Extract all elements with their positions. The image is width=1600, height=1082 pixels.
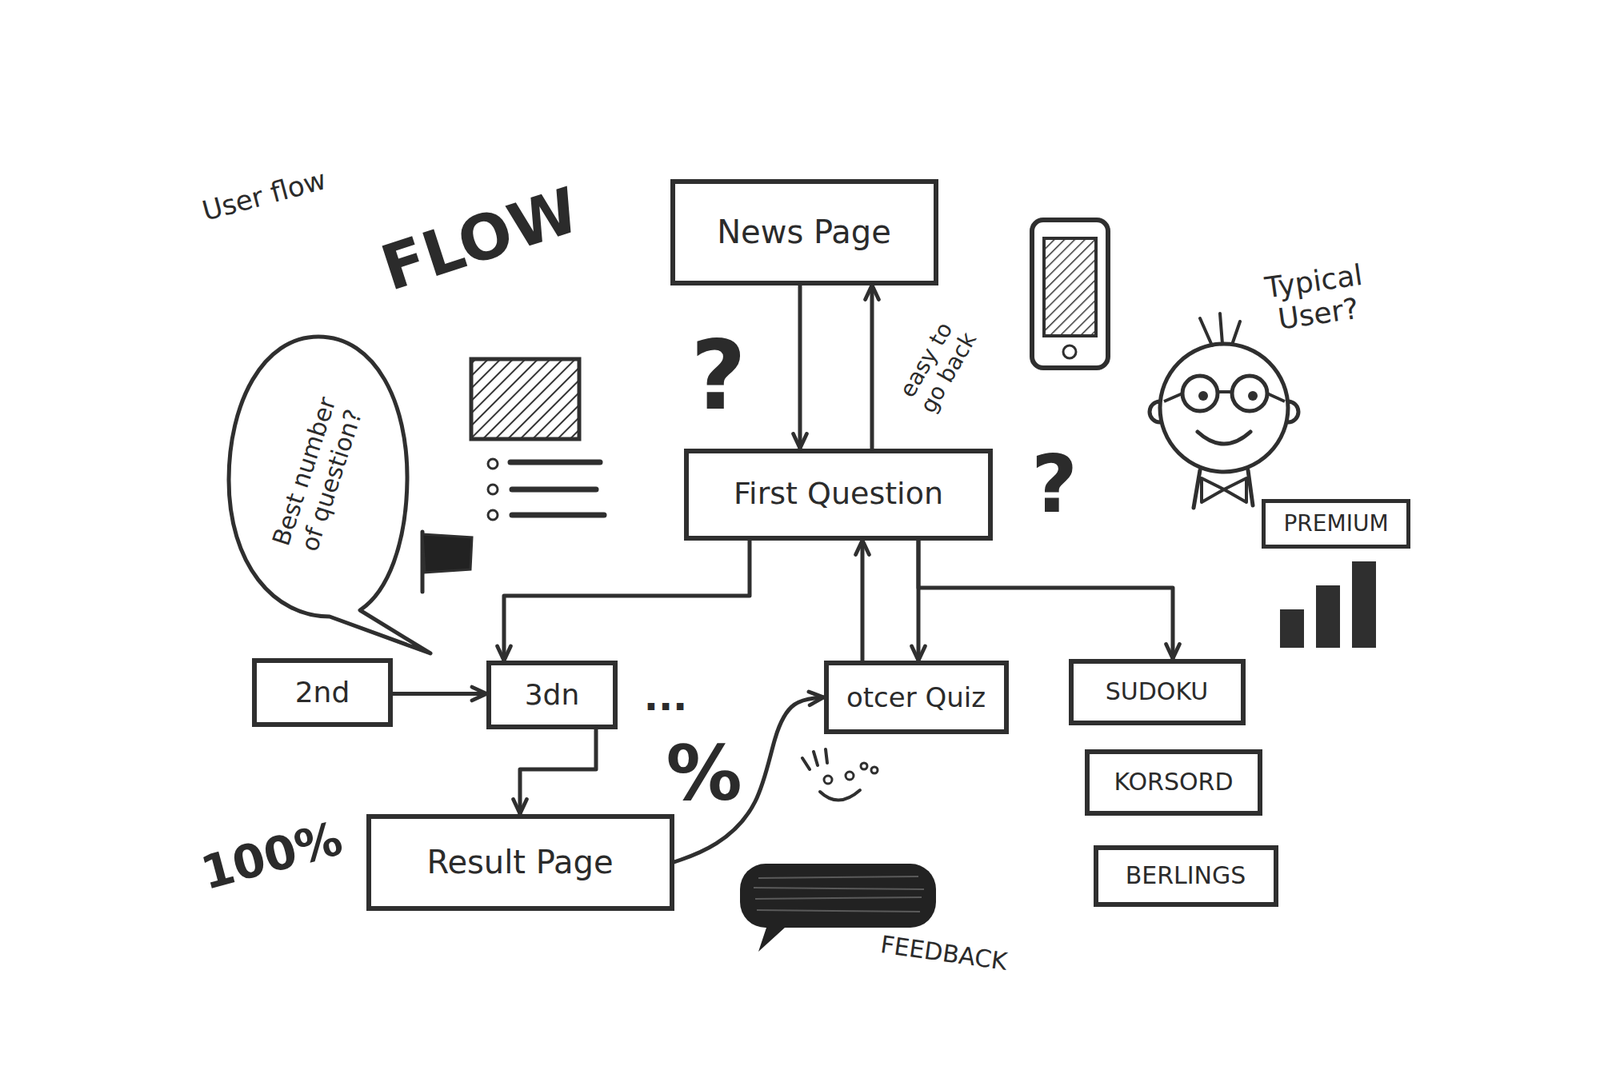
game-box: KORSORD bbox=[1084, 749, 1263, 816]
question-box: 2nd bbox=[252, 658, 393, 728]
node-text: BERLINGS bbox=[1125, 861, 1247, 891]
percent-sign: % bbox=[665, 730, 742, 818]
bar bbox=[1352, 561, 1376, 648]
smiley-dot bbox=[871, 767, 878, 774]
node-text: PREMIUM bbox=[1283, 510, 1388, 538]
game-box: BERLINGS bbox=[1093, 845, 1279, 908]
bowtie bbox=[1224, 478, 1247, 503]
bar-chart bbox=[1280, 561, 1376, 648]
flow-arrow bbox=[392, 692, 487, 696]
question-box: First Question bbox=[684, 448, 993, 541]
glasses-lens bbox=[1182, 376, 1218, 412]
smiley-rays bbox=[802, 749, 828, 770]
flag-icon bbox=[422, 532, 472, 592]
smile bbox=[1197, 432, 1251, 444]
flag-cloth bbox=[422, 534, 472, 573]
node-text: Result Page bbox=[426, 843, 613, 882]
sketch-note: Typical User? bbox=[1244, 255, 1388, 340]
list-line bbox=[512, 487, 596, 493]
game-box: SUDOKU bbox=[1068, 659, 1246, 726]
flow-arrow bbox=[504, 540, 750, 662]
smiley-dot bbox=[860, 763, 868, 770]
result-box: Result Page bbox=[366, 814, 675, 912]
feedback-label: FEEDBACK bbox=[879, 931, 1010, 976]
speech-bubble-path bbox=[228, 336, 431, 654]
phone-icon bbox=[1032, 220, 1108, 368]
head bbox=[1160, 344, 1288, 472]
question-mark: ? bbox=[1031, 438, 1078, 531]
edge-label: easy to go back bbox=[887, 305, 988, 428]
node-text: News Page bbox=[716, 212, 892, 252]
question-box: 3dn bbox=[486, 660, 618, 730]
premium-tag: PREMIUM bbox=[1261, 499, 1411, 549]
bar bbox=[1280, 609, 1304, 648]
node-text: 2nd bbox=[295, 675, 351, 710]
smiley-eye bbox=[845, 772, 854, 780]
flow-arrow bbox=[918, 540, 1173, 660]
list-bullet bbox=[488, 459, 498, 469]
flow-arrow bbox=[870, 285, 875, 449]
score-label: 100% bbox=[196, 812, 348, 901]
list-bullet bbox=[488, 484, 498, 495]
node-text: otcer Quiz bbox=[846, 681, 986, 715]
bar bbox=[1316, 585, 1340, 648]
question-mark: ? bbox=[690, 320, 747, 432]
pupil bbox=[1248, 391, 1258, 401]
bowtie bbox=[1201, 478, 1224, 503]
hair bbox=[1200, 313, 1240, 346]
speech-bubble: Best number of question? bbox=[224, 332, 412, 620]
phone-body bbox=[1032, 220, 1108, 368]
list-line bbox=[510, 460, 600, 466]
collar bbox=[1193, 470, 1253, 508]
node-text: SUDOKU bbox=[1105, 677, 1209, 707]
flow-arrow bbox=[520, 729, 596, 815]
flow-arrow bbox=[798, 285, 803, 449]
smiley-mouth bbox=[820, 790, 860, 801]
quiz-box: otcer Quiz bbox=[824, 660, 1009, 735]
ellipsis: ... bbox=[644, 675, 688, 720]
glasses-temple bbox=[1164, 393, 1183, 402]
user-figure bbox=[1149, 313, 1299, 508]
smiley-eye bbox=[824, 776, 832, 784]
bubble-body bbox=[740, 864, 936, 928]
phone-button bbox=[1063, 345, 1076, 359]
node-text: KORSORD bbox=[1113, 768, 1233, 797]
flow-arrow bbox=[860, 540, 865, 662]
bubble-scribble bbox=[753, 876, 924, 912]
smiley bbox=[802, 749, 878, 801]
node-text: 3dn bbox=[524, 677, 580, 712]
pupil bbox=[1198, 391, 1208, 401]
sketch-title: FLOW bbox=[372, 174, 588, 305]
glasses-bridge bbox=[1217, 390, 1232, 394]
page-box: News Page bbox=[670, 179, 939, 286]
list-line bbox=[512, 512, 604, 519]
glasses-temple bbox=[1267, 393, 1285, 402]
connectors bbox=[392, 285, 1173, 864]
article-icon bbox=[471, 359, 604, 520]
list-bullet bbox=[488, 510, 498, 520]
glasses-lens bbox=[1232, 376, 1268, 412]
sketch-note: User flow bbox=[198, 164, 329, 228]
node-text: First Question bbox=[733, 476, 944, 513]
image-placeholder bbox=[471, 359, 580, 440]
phone-screen bbox=[1044, 238, 1096, 336]
